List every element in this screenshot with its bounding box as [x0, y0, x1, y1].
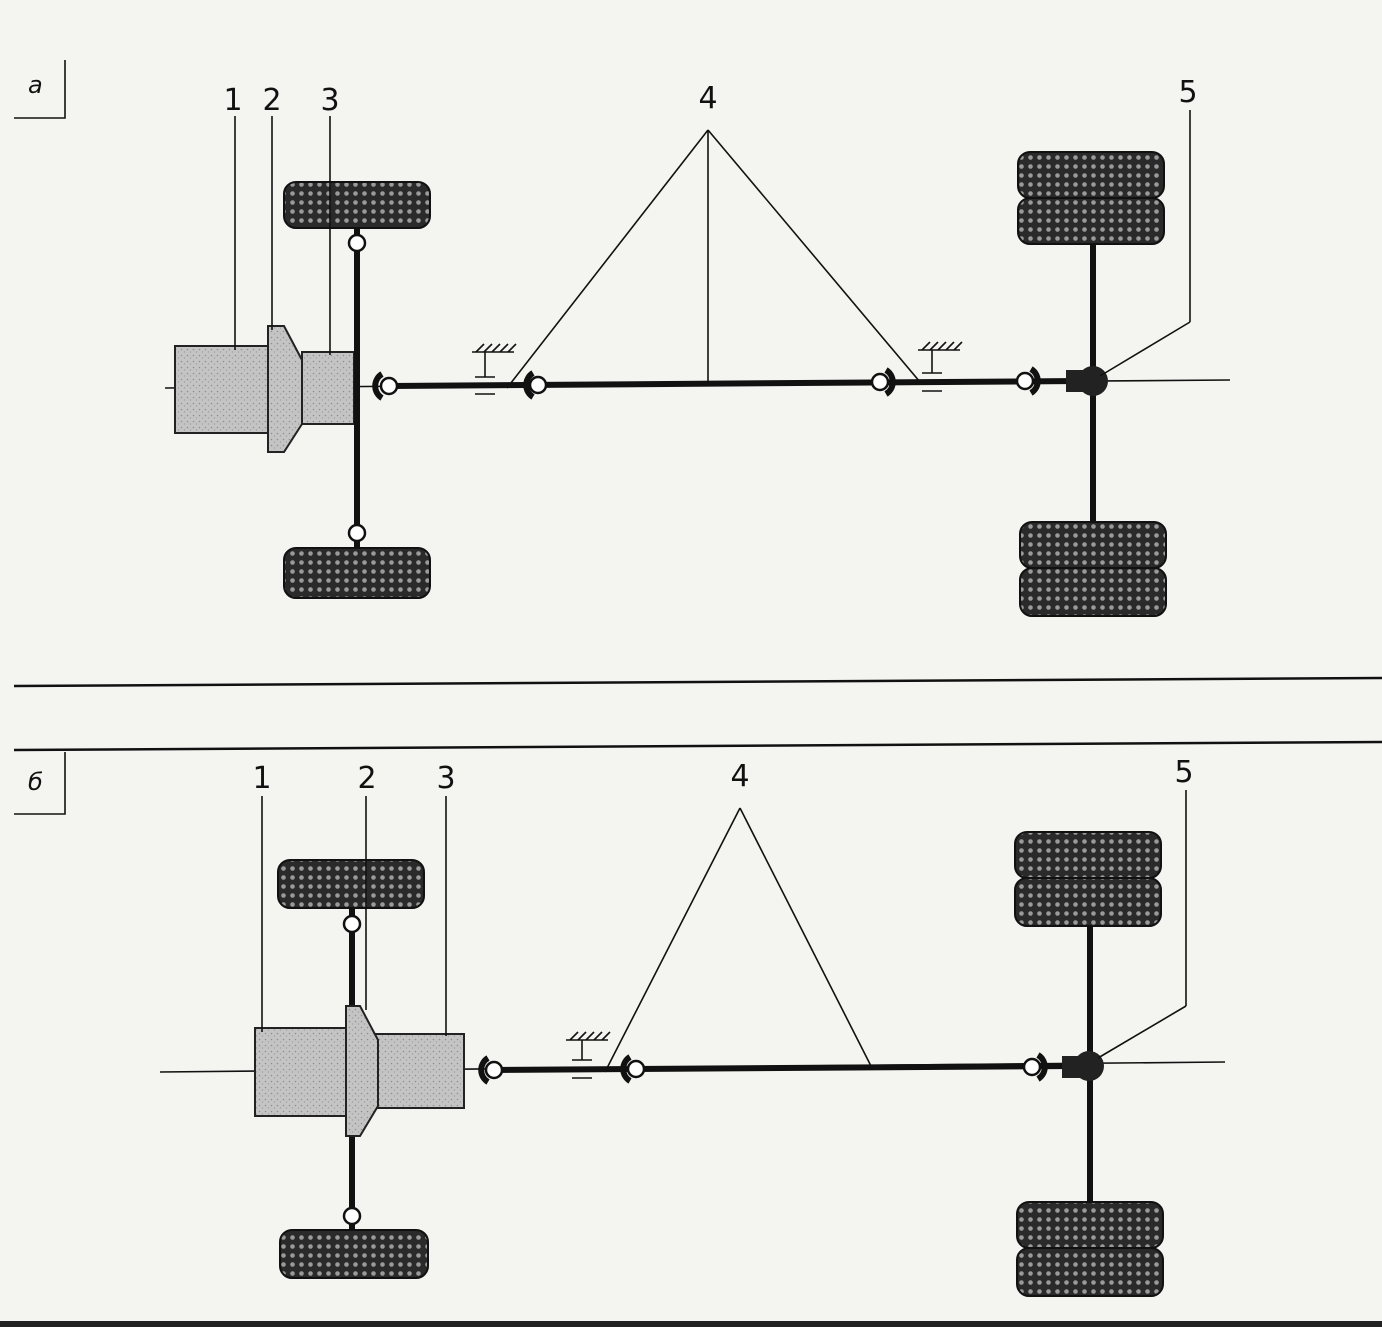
rear-left-inner-tire [1014, 877, 1162, 927]
callout-4: 4 [698, 81, 717, 116]
intermediate-support-1 [566, 1031, 611, 1079]
scan-edge [0, 1321, 1382, 1327]
callout-4: 4 [730, 759, 749, 794]
panel-b-top-rule [13, 740, 1382, 752]
rear-left-inner-tire [1017, 197, 1165, 245]
rear-left-outer-tire [1017, 151, 1165, 199]
rear-right-outer-tire [1019, 567, 1167, 617]
leader-4a [604, 807, 741, 1073]
front-axle-joint-top [342, 914, 362, 934]
leader-4c [707, 129, 921, 383]
u-joint-1 [478, 1055, 504, 1085]
u-joint-2 [620, 1054, 646, 1084]
gearbox-unit [301, 351, 355, 425]
callout-3: 3 [436, 761, 455, 796]
panel-separator [13, 676, 1382, 688]
clutch-housing [345, 1005, 379, 1137]
main-gear [1066, 366, 1108, 396]
front-right-tire [283, 547, 431, 599]
driveshaft [389, 378, 1081, 389]
leader-5b [1097, 1005, 1187, 1059]
main-gear [1062, 1051, 1104, 1081]
front-axle-joint-bottom [342, 1206, 362, 1226]
callout-1: 1 [252, 761, 271, 796]
clutch-housing [267, 325, 303, 453]
panel-tag-frame [14, 752, 66, 815]
callout-5: 5 [1174, 755, 1193, 790]
callout-3: 3 [320, 83, 339, 118]
panel-tag-frame [14, 60, 66, 119]
callout-2: 2 [357, 761, 376, 796]
u-joint-3 [1022, 1052, 1048, 1082]
u-joint-2 [523, 370, 548, 400]
front-left-tire [283, 181, 431, 229]
front-axle-joint-bottom [347, 523, 367, 543]
rear-right-outer-tire [1016, 1247, 1164, 1297]
callout-1: 1 [223, 83, 242, 118]
panel-tag: б [28, 768, 43, 796]
intermediate-support-2 [918, 341, 963, 392]
panel-b: б [14, 752, 1226, 1297]
u-joint-4 [1015, 366, 1041, 396]
front-right-tire [279, 1229, 429, 1279]
front-axle-joint-top [347, 233, 367, 253]
engine-unit [174, 345, 276, 434]
u-joint-3 [870, 367, 896, 397]
callout-5: 5 [1178, 75, 1197, 110]
rear-left-outer-tire [1014, 831, 1162, 879]
rear-right-inner-tire [1019, 521, 1167, 569]
leader-4b [739, 807, 873, 1069]
callout-2: 2 [262, 83, 281, 118]
rear-right-inner-tire [1016, 1201, 1164, 1249]
intermediate-support-1 [472, 343, 517, 395]
engine-unit [254, 1027, 351, 1117]
panel-a: a [14, 60, 1231, 617]
driveshaft [493, 1063, 1079, 1073]
front-left-tire [277, 859, 425, 909]
leader-4a [506, 129, 709, 389]
u-joint-1 [372, 371, 399, 401]
gearbox-unit [371, 1033, 465, 1109]
panel-tag: a [28, 71, 43, 99]
leader-5b [1099, 321, 1191, 377]
